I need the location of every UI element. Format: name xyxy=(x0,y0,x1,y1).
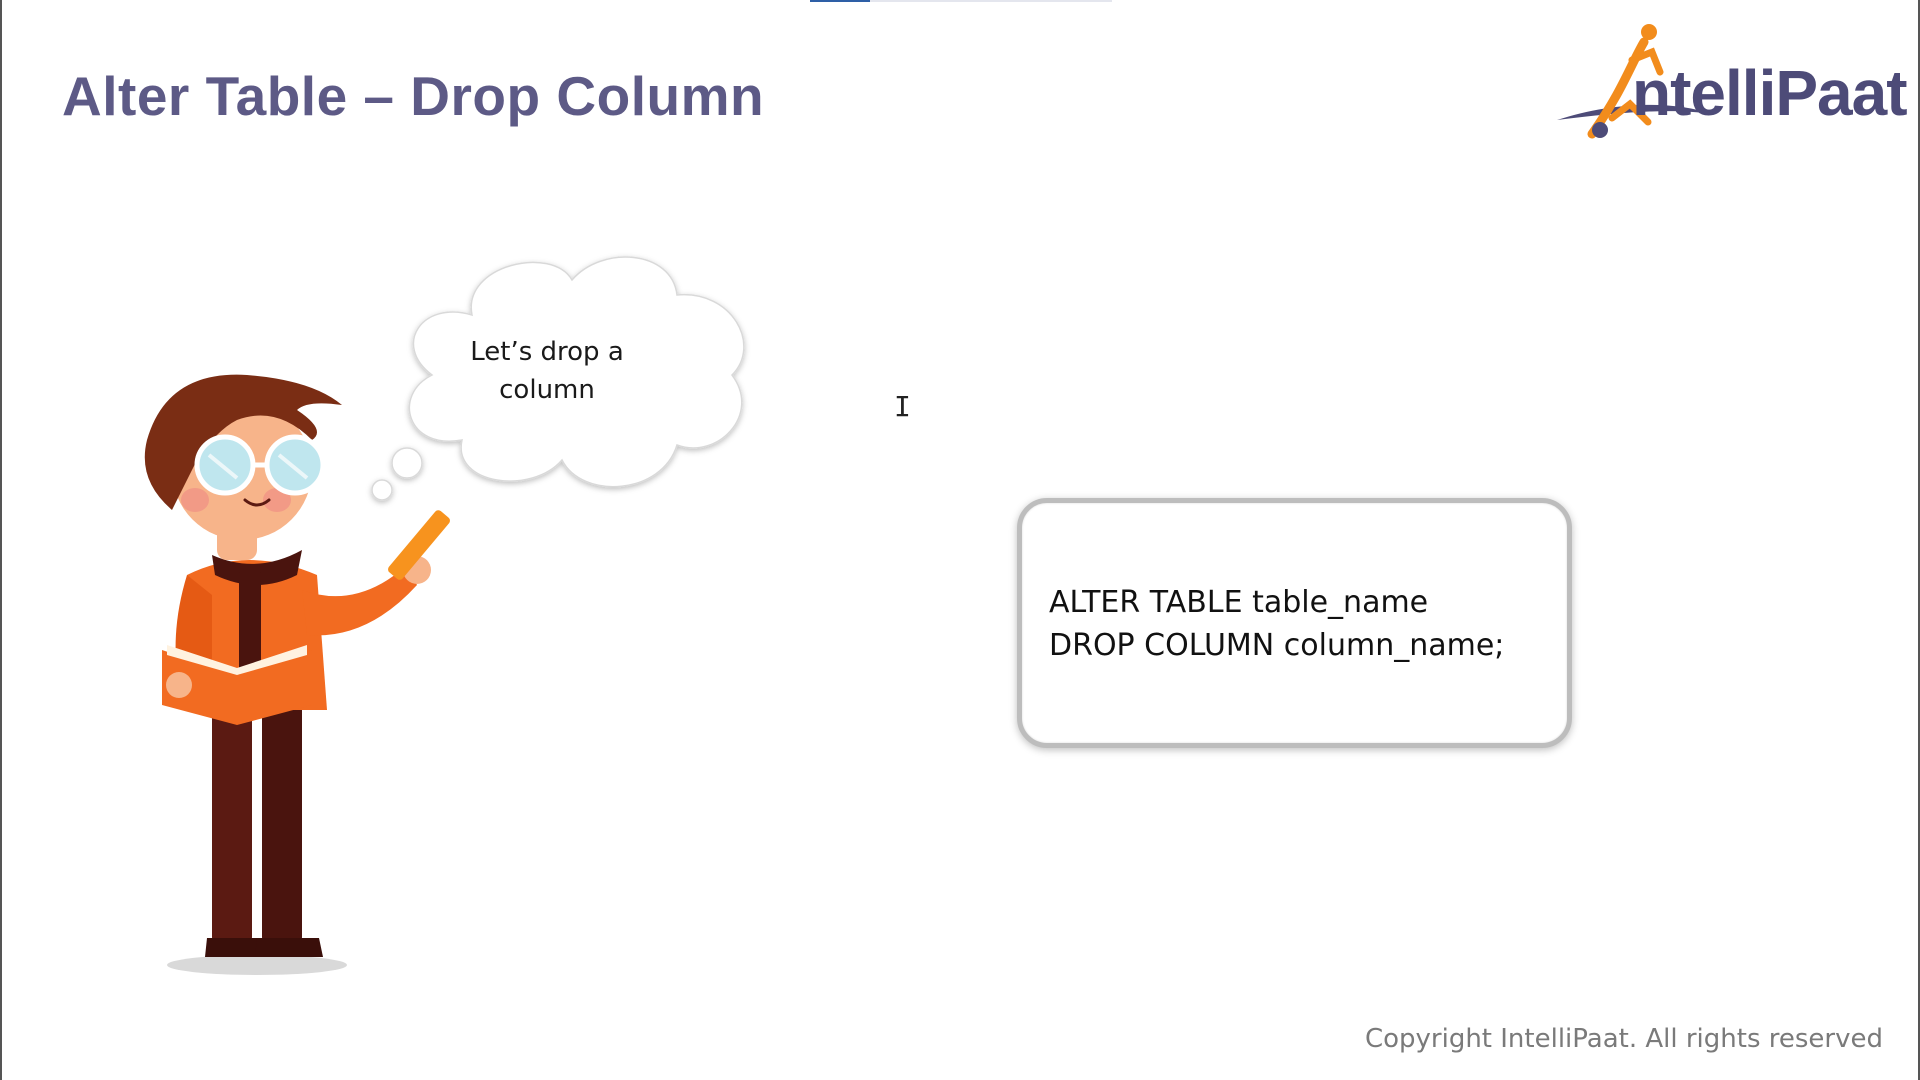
thought-bubble: Let’s drop a column xyxy=(362,245,782,515)
sql-syntax-box: ALTER TABLE table_name DROP COLUMN colum… xyxy=(1017,498,1572,748)
intellipaat-logo: ntelliPaat xyxy=(1552,22,1912,150)
logo-figure-icon xyxy=(1557,24,1712,139)
slide-title: Alter Table – Drop Column xyxy=(62,65,765,127)
teacher-character-illustration xyxy=(144,374,450,975)
thought-line-1: Let’s drop a xyxy=(470,337,624,367)
text-cursor-icon: I xyxy=(894,390,911,423)
copyright-notice: Copyright IntelliPaat. All rights reserv… xyxy=(1364,1024,1883,1054)
code-line-1: ALTER TABLE table_name xyxy=(1049,585,1429,620)
top-progress-bar xyxy=(810,0,1112,2)
top-progress-fill xyxy=(810,0,871,2)
code-line-2: DROP COLUMN column_name; xyxy=(1049,628,1505,663)
thought-line-2: column xyxy=(499,375,595,405)
thought-text: Let’s drop a column xyxy=(422,333,672,409)
logo-wordmark: ntelliPaat xyxy=(1632,57,1908,129)
thought-cloud-icon xyxy=(371,256,745,501)
